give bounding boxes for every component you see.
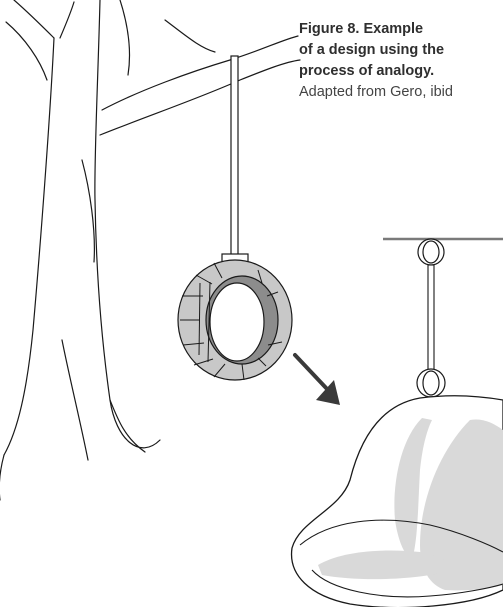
tree	[0, 0, 300, 500]
chair-rod	[428, 265, 434, 370]
chair-bottom-ring	[417, 369, 445, 397]
swing-rope	[231, 56, 238, 256]
caption-title-line-1: Figure 8. Example	[299, 19, 503, 40]
caption-source: Adapted from Gero, ibid	[299, 82, 503, 103]
chair-top-ring	[418, 239, 444, 265]
tire-swing	[178, 254, 292, 380]
figure-caption: Figure 8. Example of a design using the …	[299, 19, 503, 103]
caption-title-line-2: of a design using the	[299, 40, 503, 61]
caption-title-line-3: process of analogy.	[299, 61, 503, 82]
analogy-arrow	[295, 355, 340, 405]
egg-chair	[292, 396, 503, 607]
